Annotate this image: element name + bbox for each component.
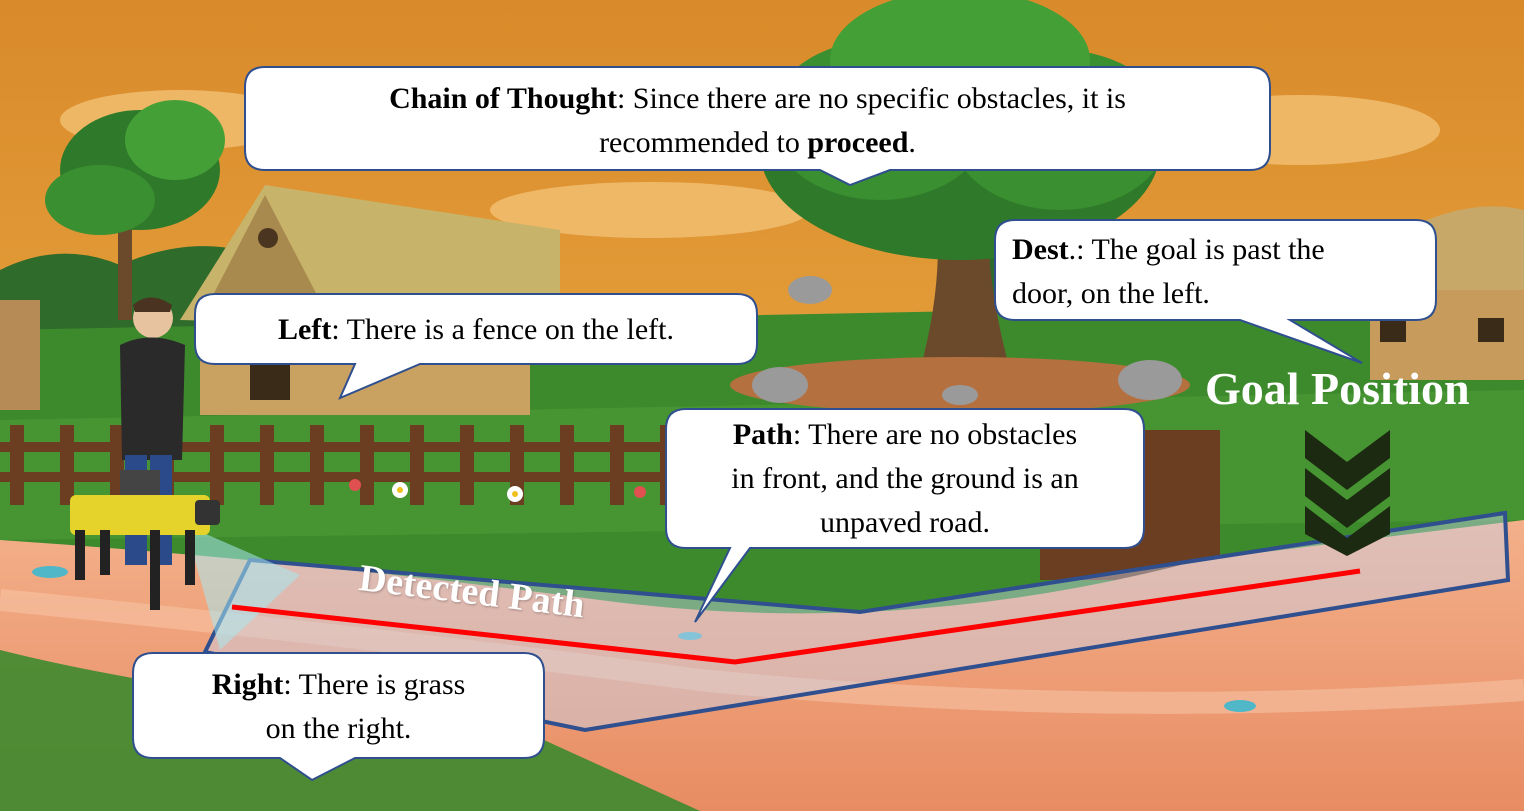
callout-right: Right: There is grass on the right. xyxy=(133,663,544,751)
callout-left: Left: There is a fence on the left. xyxy=(195,308,757,352)
chevron-down-icon xyxy=(1305,430,1390,556)
callout-path: Path: There are no obstacles in front, a… xyxy=(666,413,1144,545)
puddle xyxy=(32,566,1256,712)
callout-chain-of-thought-line-1: Chain of Thought: Since there are no spe… xyxy=(245,77,1270,121)
callout-dest: Dest.: The goal is past the door, on the… xyxy=(1012,228,1422,316)
robot-dog-icon xyxy=(70,470,220,610)
callout-path-line-2: in front, and the ground is an xyxy=(731,462,1079,495)
callout-key: Right xyxy=(211,668,284,701)
callout-text: : Since there are no specific obstacles,… xyxy=(616,82,1126,115)
tree-icon xyxy=(45,100,225,320)
callout-dest-bubble xyxy=(994,219,1437,364)
callout-chain-of-thought-bubble xyxy=(244,66,1271,187)
callout-dest-line-1: Dest.: The goal is past the xyxy=(1012,228,1422,272)
callout-path-line-1: Path: There are no obstacles xyxy=(666,413,1144,457)
goal-position-label: Goal Position xyxy=(1205,363,1470,414)
callout-text: recommended to xyxy=(599,126,808,159)
callout-text: . xyxy=(908,126,916,159)
callout-text: .: The goal is past the xyxy=(1068,233,1325,266)
callout-key: Chain of Thought xyxy=(389,82,617,115)
callout-text: : There is a fence on the left. xyxy=(331,313,674,346)
flower-icon xyxy=(349,479,646,502)
callout-dest-line-2: door, on the left. xyxy=(1012,277,1210,310)
callout-key: Path xyxy=(732,418,793,451)
callout-right-bubble xyxy=(132,652,545,782)
callout-chain-of-thought-line-2: recommended to proceed. xyxy=(245,121,1270,165)
callout-key: Left xyxy=(278,313,332,346)
callout-chain-of-thought: Chain of Thought: Since there are no spe… xyxy=(245,77,1270,165)
sensor-cone xyxy=(185,525,300,650)
callout-path-bubble xyxy=(665,408,1145,623)
callout-emphasis: proceed xyxy=(807,126,909,159)
callout-path-line-3: unpaved road. xyxy=(820,506,990,539)
road-stripe xyxy=(0,589,1524,714)
callout-right-line-1: Right: There is grass xyxy=(133,663,544,707)
house-icon xyxy=(0,300,40,410)
callout-text: : There are no obstacles xyxy=(792,418,1078,451)
callout-right-line-2: on the right. xyxy=(265,712,412,745)
callout-left-bubble xyxy=(194,293,758,400)
path-line xyxy=(231,568,1361,665)
callout-text: : There is grass xyxy=(283,668,466,701)
callout-key: Dest xyxy=(1012,233,1069,266)
rock-icon xyxy=(752,276,1182,405)
